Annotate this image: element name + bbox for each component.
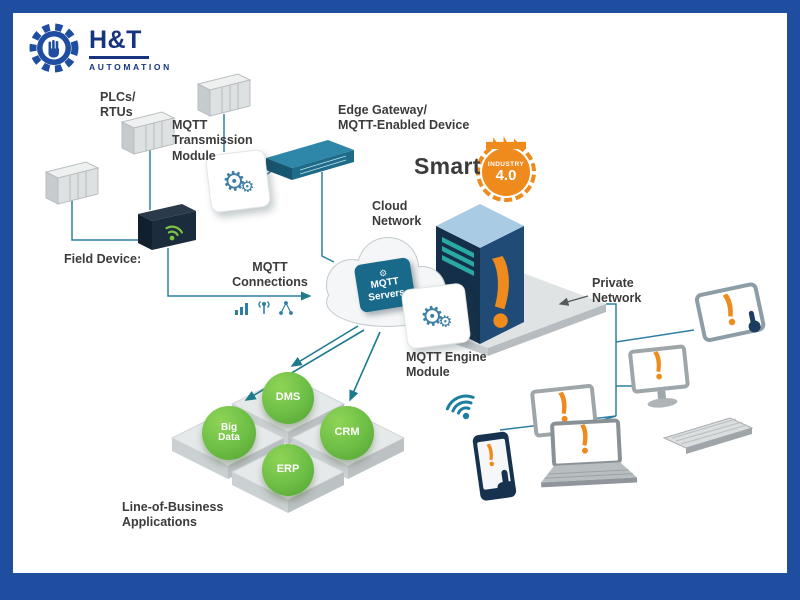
logo-rule	[89, 56, 149, 59]
gear-logo-icon	[29, 23, 79, 73]
private-network-arrow	[558, 295, 589, 306]
network-line	[615, 329, 695, 343]
field-device-box	[138, 204, 196, 250]
app-circle-crm: CRM	[320, 406, 374, 460]
tablet	[694, 282, 766, 343]
wifi-icon	[445, 394, 475, 420]
badge-line1: INDUSTRY	[487, 160, 525, 168]
logo-text: H&T AUTOMATION	[89, 20, 172, 76]
gear-icon: ⚙	[437, 313, 454, 332]
arrow	[290, 325, 359, 367]
engine-module-card: ⚙ ⚙	[400, 282, 472, 350]
mqtt-servers-label: MQTT Servers	[367, 275, 406, 304]
keyboard	[662, 417, 754, 454]
network-nodes-icon	[279, 301, 293, 315]
logo-brand: H&T	[89, 26, 142, 54]
connection-line	[71, 200, 140, 241]
mqtt-connection-icons	[234, 300, 294, 316]
monitor	[628, 344, 690, 408]
network-line	[606, 303, 617, 416]
smart-label: Smart	[414, 153, 481, 179]
industry-4-badge: INDUSTRY 4.0	[476, 136, 536, 202]
app-circle-dms: DMS	[262, 372, 314, 424]
app-circle-bigdata: Big Data	[202, 406, 256, 460]
hand-touch-icon	[748, 310, 761, 333]
arrow	[349, 331, 381, 402]
hand-icon	[48, 40, 59, 58]
antenna-icon	[258, 301, 270, 314]
engine-module-label: MQTT Engine Module	[406, 350, 487, 380]
plc-device-box	[197, 73, 251, 117]
lob-label: Line-of-Business Applications	[122, 500, 224, 530]
logo-subtitle: AUTOMATION	[89, 61, 172, 72]
cloud-network-label: Cloud Network	[372, 199, 422, 229]
connection-line	[321, 172, 335, 263]
connection-line	[167, 248, 312, 301]
private-network-label: Private Network	[592, 276, 642, 306]
mqtt-connections-label: MQTT Connections	[232, 260, 308, 290]
laptop	[541, 418, 638, 488]
smartphone	[472, 431, 517, 501]
gear-icon: ⚙	[239, 178, 256, 197]
signal-bars-icon	[235, 303, 248, 315]
edge-gateway-label: Edge Gateway/ MQTT-Enabled Device	[338, 103, 470, 133]
edge-gateway-device	[266, 140, 354, 180]
app-circle-erp: ERP	[262, 444, 314, 496]
logo: H&T AUTOMATION	[26, 20, 172, 76]
hand-touch-icon	[497, 469, 516, 496]
gear-icon: ⚙	[378, 267, 388, 279]
plcs-label: PLCs/ RTUs	[100, 90, 136, 120]
plc-device-box	[45, 161, 99, 205]
transmission-label: MQTT Transmission Module	[172, 118, 253, 163]
field-device-label: Field Device:	[64, 252, 142, 266]
signal-check-icon	[165, 225, 183, 241]
badge-line2: 4.0	[495, 166, 517, 184]
badge-core: INDUSTRY 4.0	[482, 148, 530, 196]
